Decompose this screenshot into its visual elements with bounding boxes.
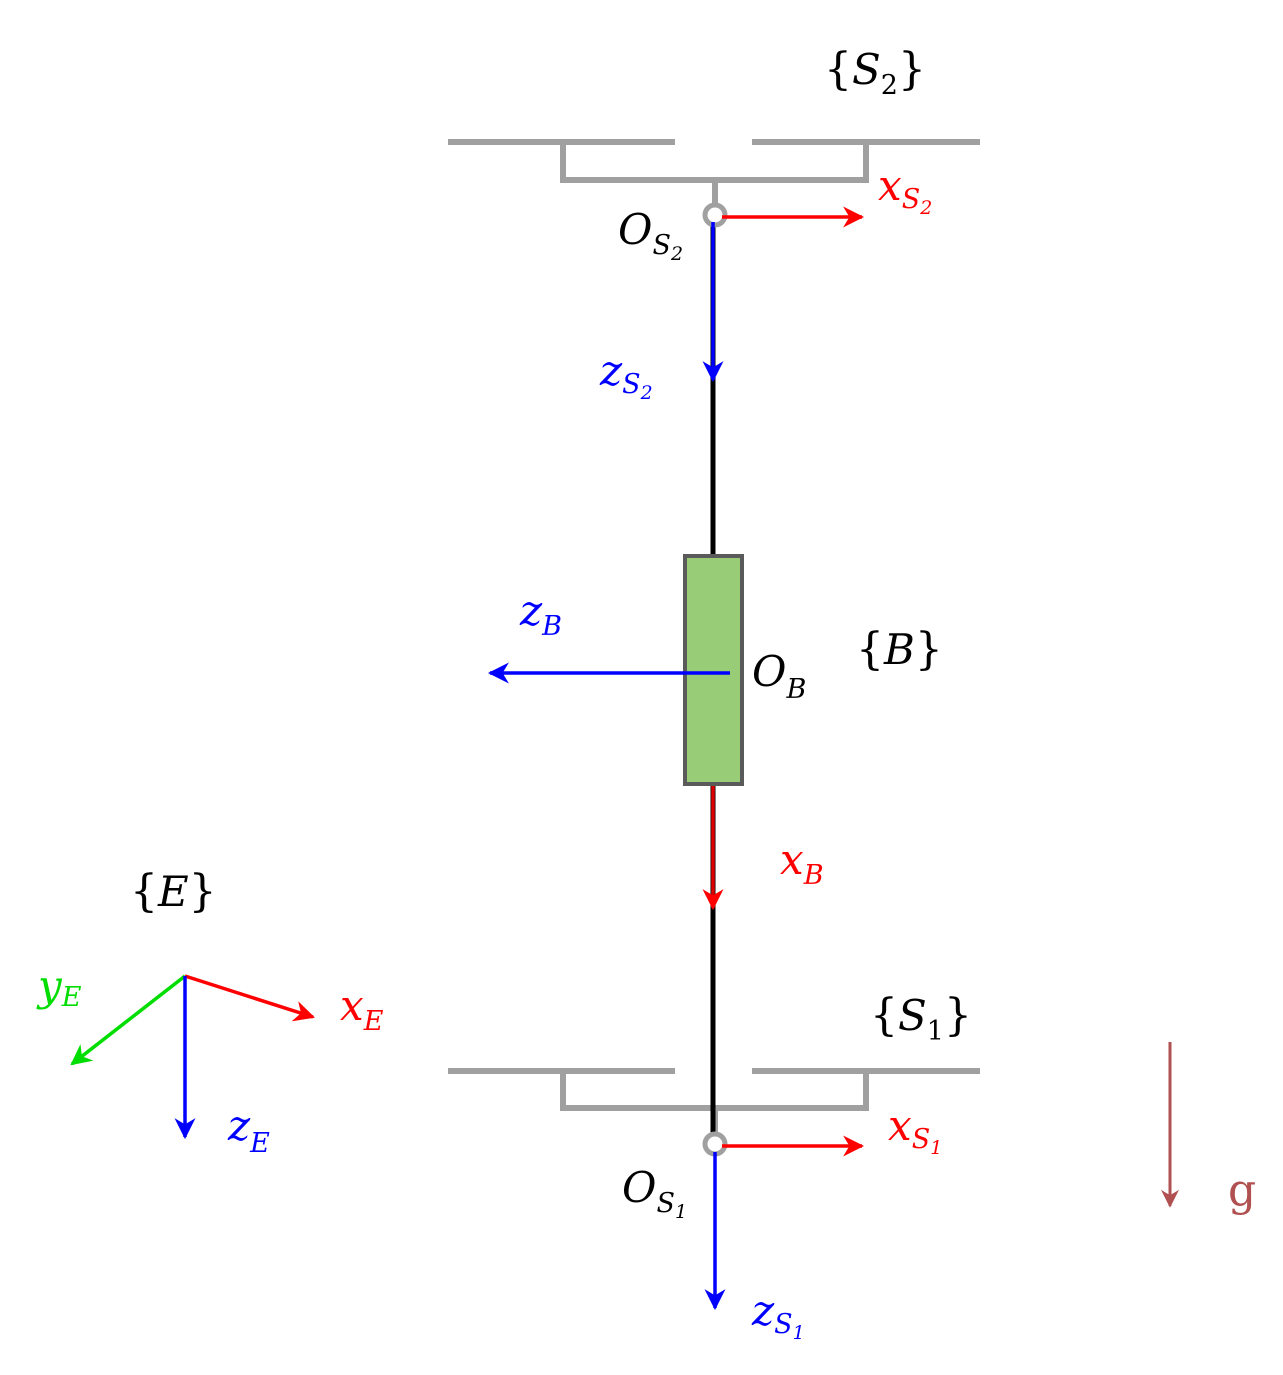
support-s2 <box>448 139 980 205</box>
axis-label-x-b: xB <box>780 835 824 891</box>
axis-label-z-s2: zS2 <box>599 346 653 404</box>
axis-x-e-arrow <box>184 974 315 1022</box>
axis-label-z-b: zB <box>519 586 562 642</box>
axis-label-x-s2: xS2 <box>878 161 932 219</box>
axis-label-z-e: zE <box>227 1101 270 1159</box>
axis-label-z-s1: zS1 <box>751 1286 805 1344</box>
origin-label-os1: OS1 <box>622 1163 687 1223</box>
axis-label-y-e: yE <box>36 961 82 1013</box>
body-b <box>683 554 744 786</box>
axis-y-e-arrow <box>70 974 187 1066</box>
origin-label-ob: OB <box>752 647 806 705</box>
frame-label-s2: {S2} <box>824 44 926 101</box>
joint-os1 <box>702 1131 728 1157</box>
gravity-label: g <box>1228 1165 1256 1216</box>
origin-label-os2: OS2 <box>618 205 683 265</box>
axis-label-x-e: xE <box>340 981 384 1037</box>
axis-label-x-s1: xS1 <box>888 1101 942 1159</box>
frame-label-b: {B} <box>856 624 943 675</box>
frame-label-e: {E} <box>130 866 217 917</box>
joint-os2 <box>702 202 728 228</box>
frame-label-s1: {S1} <box>870 990 972 1047</box>
